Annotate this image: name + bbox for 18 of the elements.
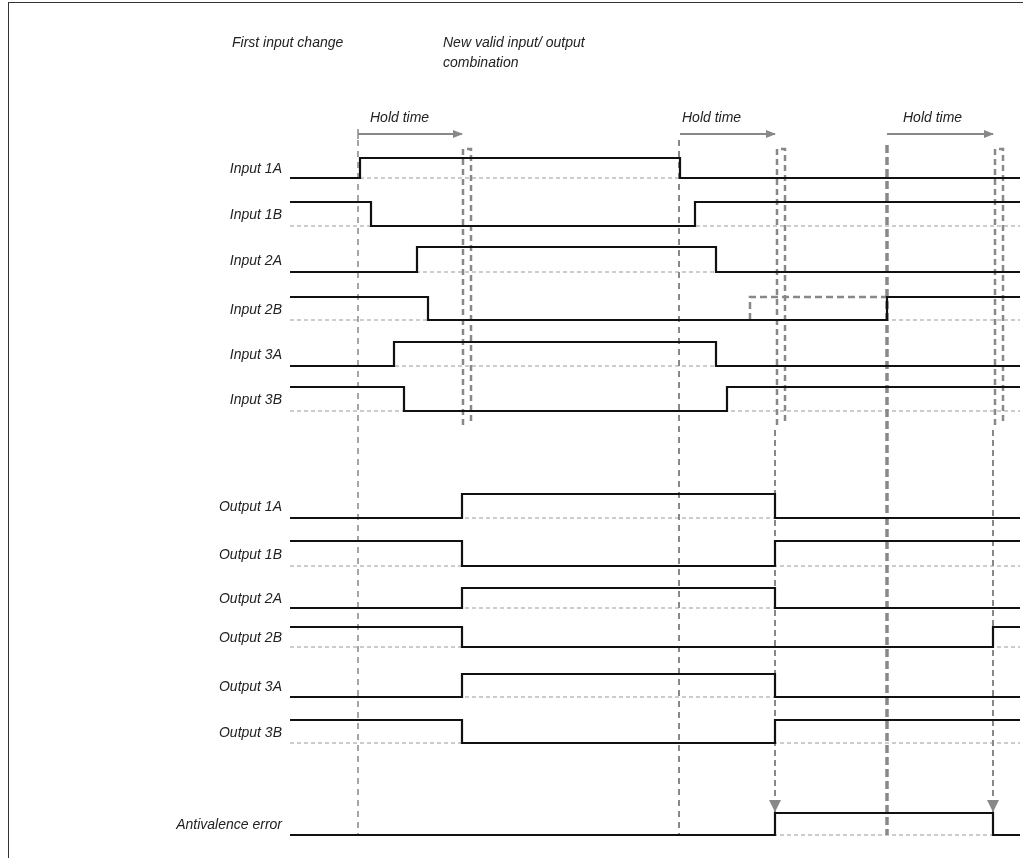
signal-name: Input 3B: [229, 390, 282, 408]
signal-name: Input 2A: [229, 250, 282, 269]
event-label: New valid input/ output combination: [443, 33, 586, 72]
signal-name: Input 2B: [229, 299, 282, 318]
hold-time-label: Hold time: [903, 108, 964, 127]
signal-name: Input 1A: [229, 159, 282, 177]
hold-time-label: Hold time: [370, 108, 431, 127]
signal-name: Output 1B: [218, 544, 282, 563]
signal-name: Output 1A: [218, 497, 282, 515]
signal-name: Input 1B: [229, 205, 282, 223]
hold-time-label: Hold time: [682, 108, 743, 127]
signal-name: Output 2B: [218, 628, 282, 646]
signal-name: Output 3A: [218, 676, 282, 695]
signal-name: Input 3A: [229, 345, 282, 363]
signal-name: Output 3B: [218, 722, 282, 741]
event-label: First input change: [232, 33, 345, 52]
signal-name: Antivalence error: [176, 815, 282, 833]
signal-name: Output 2A: [218, 589, 282, 607]
